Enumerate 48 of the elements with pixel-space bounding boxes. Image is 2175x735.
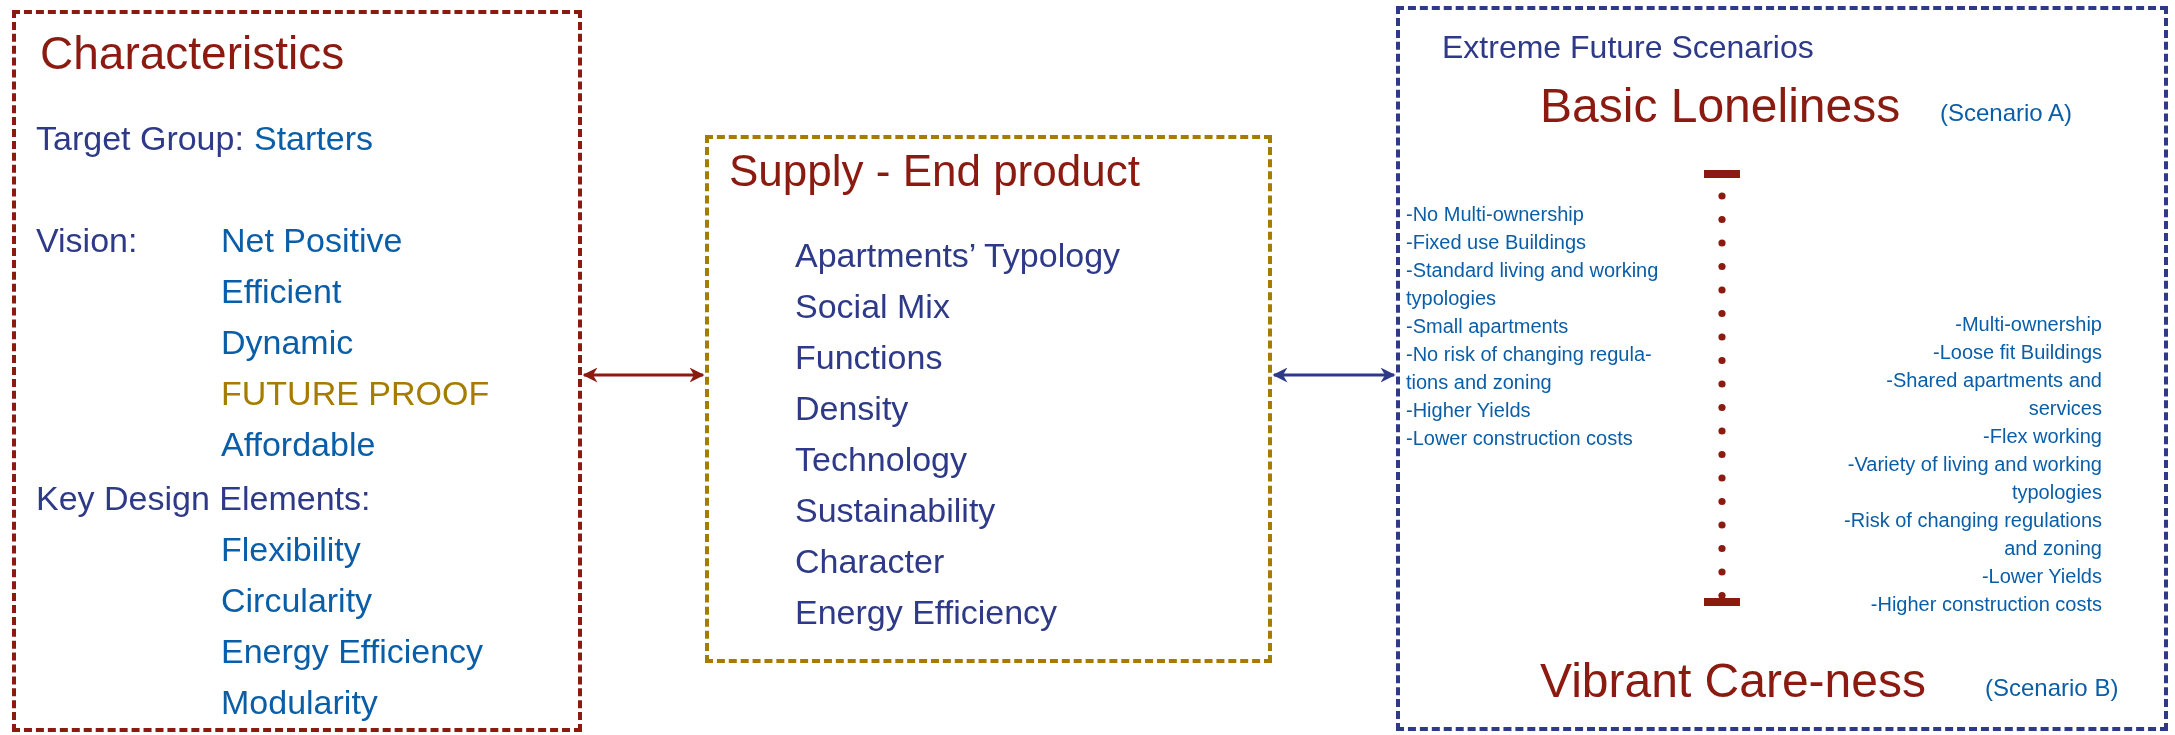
bullet-text: -Loose fit Buildings (1932, 340, 2102, 365)
bullet-text: -Higher Yields (1406, 398, 1532, 423)
bullet-text: -Lower Yields (1980, 564, 2102, 589)
text-label: Sustainability (795, 492, 996, 530)
text-label: Efficient (221, 273, 342, 311)
text-label: (Scenario A) (1940, 100, 2073, 127)
bullet-text: -Flex working (1982, 424, 2102, 449)
bullet-text: -No risk of changing regula- tions and zoning (1406, 342, 1653, 395)
panel-heading: Supply - End product (729, 147, 1140, 196)
bullet-text: -Small apartments (1406, 314, 1570, 339)
text-label: (Scenario B) (1985, 675, 2119, 702)
text-label: Character (795, 543, 945, 581)
text-label: Energy Efficiency (795, 594, 1058, 632)
text-label: Social Mix (795, 288, 950, 326)
dashed-panel (1396, 6, 2168, 731)
bullet-text: -No Multi-ownership (1406, 202, 1585, 227)
panel-heading: Extreme Future Scenarios (1442, 30, 1814, 66)
text-label: Modularity (221, 684, 378, 722)
bullet-text: -Risk of changing regulations and zoning (1843, 508, 2102, 561)
text-label: Dynamic (221, 324, 354, 362)
text-label: Starters (254, 120, 374, 158)
bullet-text: -Higher construction costs (1869, 592, 2102, 617)
bullet-text: -Fixed use Buildings (1406, 230, 1588, 255)
double-arrow (1272, 367, 1396, 383)
text-label: Apartments’ Typology (795, 237, 1121, 275)
panel-heading: Characteristics (40, 28, 345, 79)
text-label: FUTURE PROOF (221, 375, 490, 413)
bullet-text: -Lower construction costs (1406, 426, 1634, 451)
text-label: Basic Loneliness (1540, 80, 1901, 133)
text-label: Flexibility (221, 531, 361, 569)
bullet-text: -Standard living and working typologies (1406, 258, 1660, 311)
text-label: Target Group: (36, 120, 244, 158)
text-label: Circularity (221, 582, 373, 620)
bullet-text: -Shared apartments and services (1885, 368, 2102, 421)
text-label: Affordable (221, 426, 376, 464)
text-label: Technology (795, 441, 967, 479)
text-label: Net Positive (221, 222, 403, 260)
text-label: Energy Efficiency (221, 633, 484, 671)
text-label: Functions (795, 339, 943, 377)
bullet-text: -Multi-ownership (1954, 312, 2102, 337)
dashed-panel (12, 10, 582, 732)
dashed-panel (705, 135, 1272, 663)
bullet-text: -Variety of living and working typologies (1846, 452, 2102, 505)
double-arrow (582, 367, 705, 383)
text-label: Density (795, 390, 909, 428)
text-label: Vibrant Care-ness (1540, 655, 1926, 708)
text-label: Vision: (36, 222, 138, 260)
text-label: Key Design Elements: (36, 480, 371, 518)
